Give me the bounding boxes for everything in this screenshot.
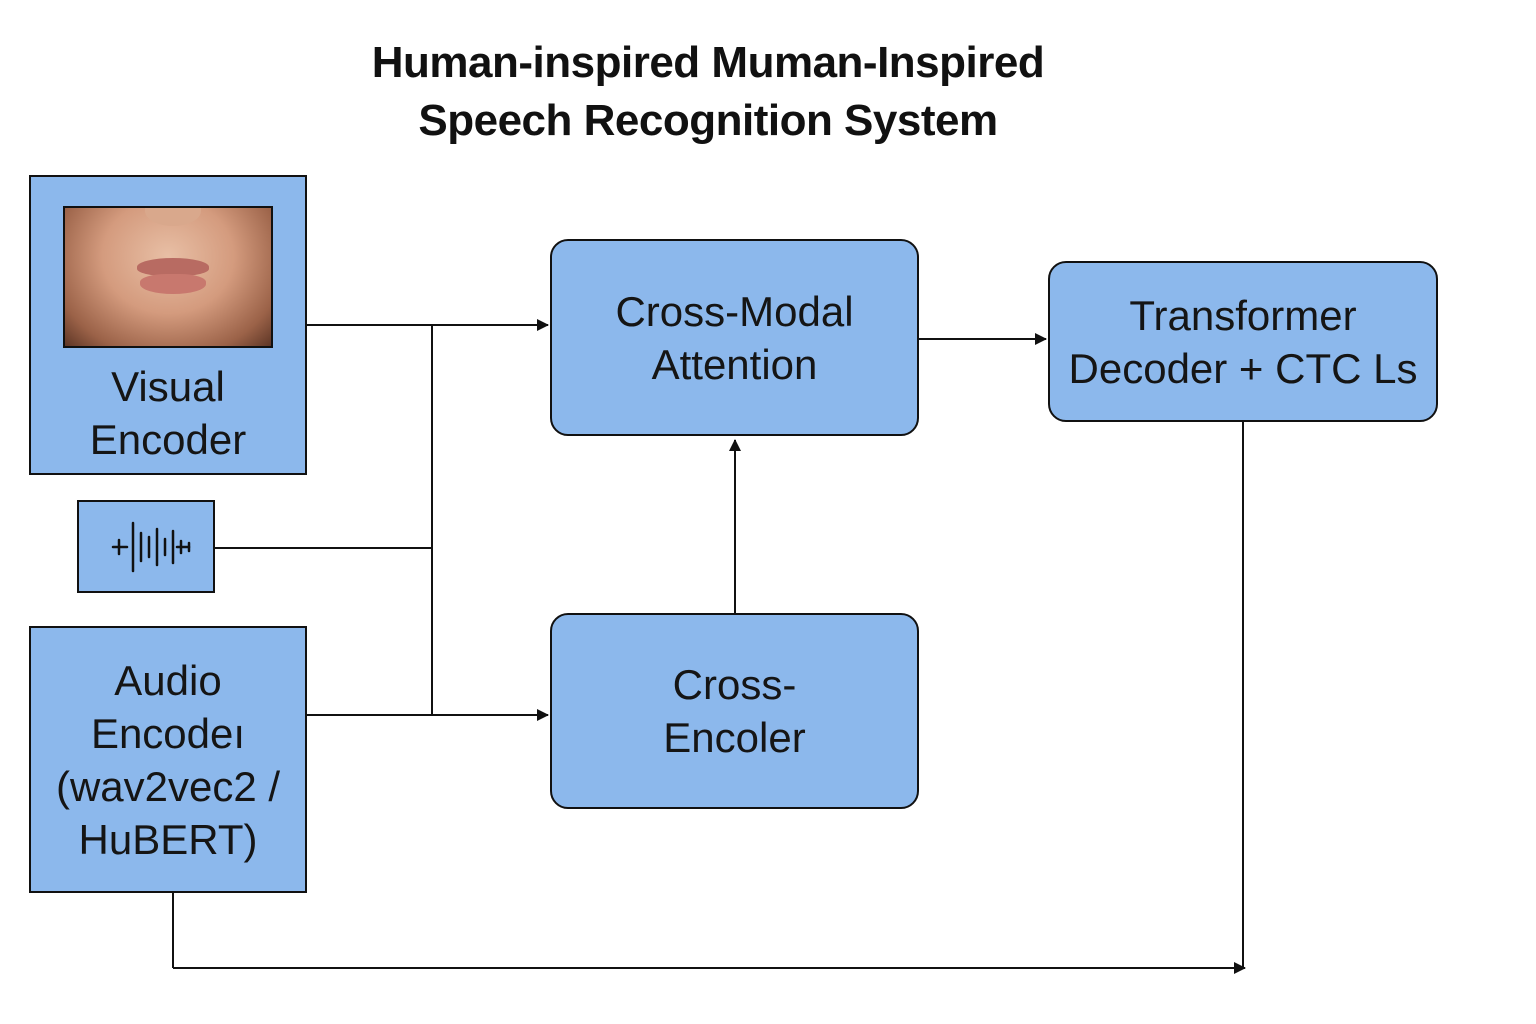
- audio-encoder-line-1: Audio: [114, 656, 222, 704]
- cross-modal-attention-line-1: Cross-Modal: [615, 287, 854, 335]
- title-line-1: Human-inspired Muman-Inspired: [371, 38, 1045, 87]
- title-line-2: Speech Recognition System: [418, 96, 998, 145]
- audio-encoder-line-4: HuBERT): [78, 815, 258, 863]
- cross-encoder-line-2: Encoler: [663, 714, 806, 761]
- cross-modal-attention-box: Cross-Modal Attention: [550, 239, 919, 436]
- nose-shape: [145, 208, 201, 226]
- audio-encoder-line-3: (wav2vec2 /: [55, 762, 281, 810]
- cross-encoder-line-1: Cross-: [672, 661, 797, 708]
- transformer-decoder-line-1: Transformer: [1129, 291, 1357, 339]
- transformer-decoder-box: Transformer Decoder + CTC Ls: [1048, 261, 1438, 422]
- diagram-title: Human-inspired Muman-Inspired Speech Rec…: [0, 34, 1416, 150]
- waveform-box: [77, 500, 215, 593]
- cross-encoder-box: Cross- Encoler: [550, 613, 919, 809]
- waveform-icon: [111, 521, 191, 572]
- lips-photo: [63, 206, 273, 348]
- upper-lip-shape: [137, 258, 209, 276]
- cross-modal-attention-line-2: Attention: [651, 340, 818, 388]
- visual-encoder-line-1: Visual: [111, 363, 225, 410]
- audio-encoder-box: Audio Encodeı (wav2vec2 / HuBERT): [29, 626, 307, 893]
- visual-encoder-label: Visual Encoder: [90, 360, 246, 466]
- audio-encoder-line-2: Encodeı: [90, 709, 246, 757]
- visual-encoder-line-2: Encoder: [89, 416, 247, 463]
- visual-encoder-box: Visual Encoder: [29, 175, 307, 475]
- transformer-decoder-line-2: Decoder + CTC Ls: [1068, 344, 1418, 392]
- lower-lip-shape: [140, 274, 206, 294]
